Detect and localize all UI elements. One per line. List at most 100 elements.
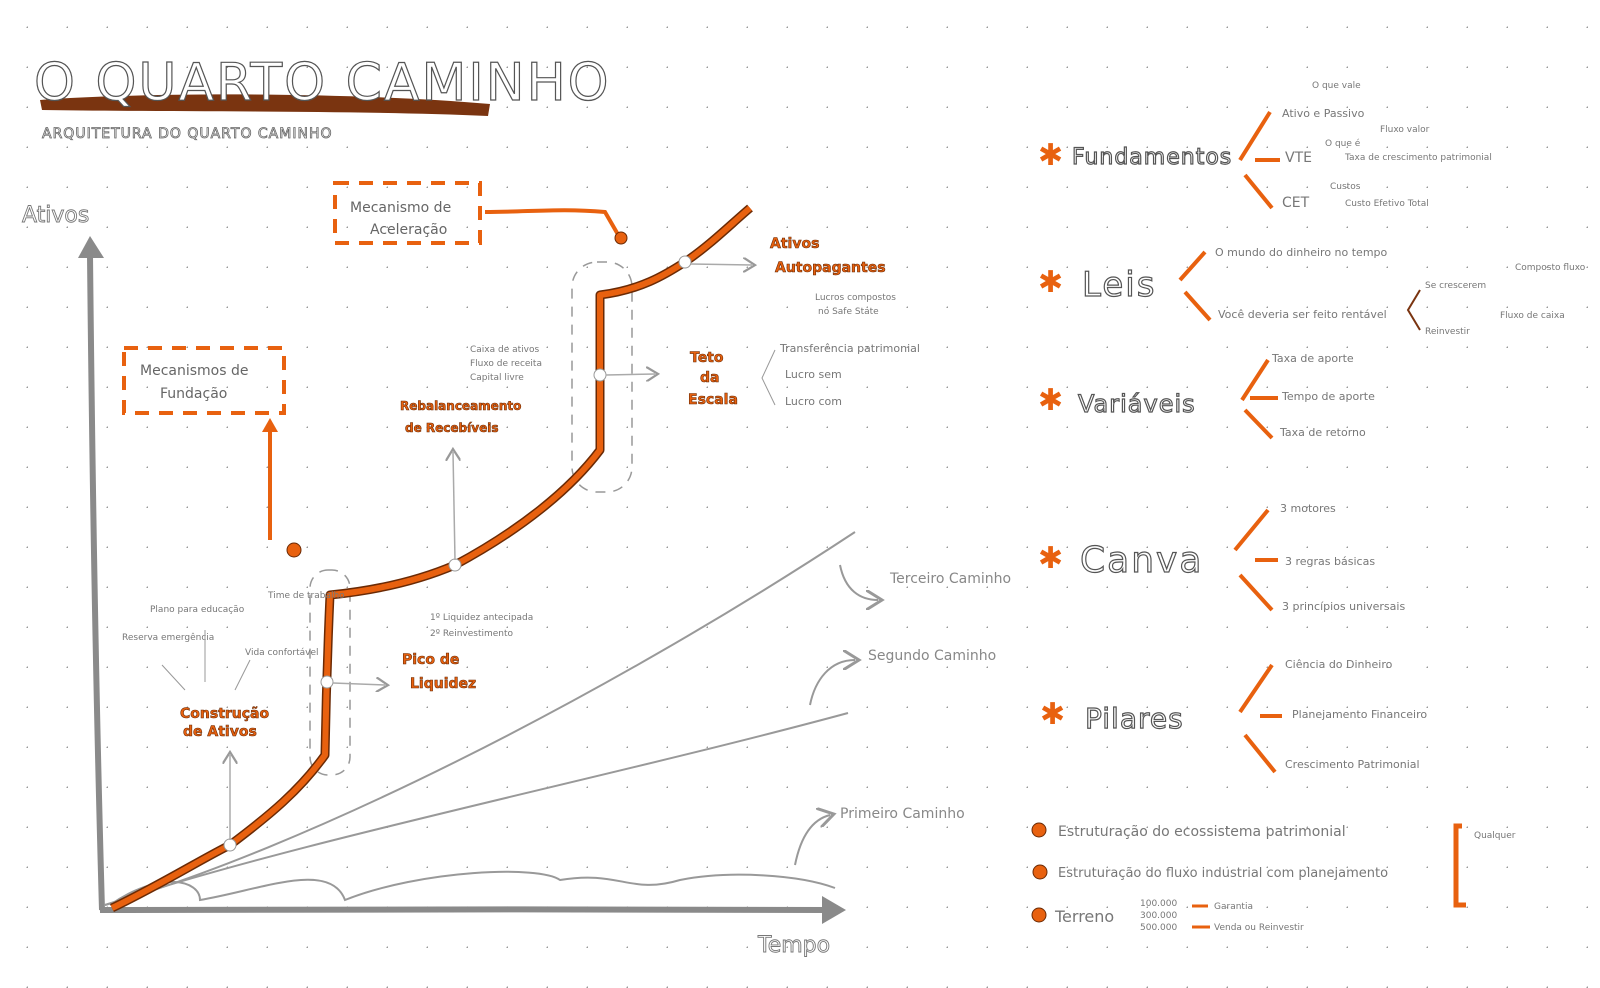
label-text: Custo Efetivo Total (1345, 199, 1429, 209)
label-text: Aceleração (370, 222, 447, 238)
label-text: O mundo do dinheiro no tempo (1215, 246, 1388, 259)
label-text: de Recebíveis (405, 421, 498, 435)
asterisk-icon: ✱ (1038, 266, 1063, 299)
section-pilares: ✱ Pilares Ciência do Dinheiro Planejamen… (1040, 658, 1427, 774)
label-text: Garantia (1214, 902, 1253, 912)
label-text: Taxa de aporte (1271, 352, 1354, 365)
label-text: Lucros compostos (815, 293, 896, 303)
milestone-receivables: Rebalanceamento de Recebíveis Caixa de a… (400, 345, 542, 435)
label-text: Pilares (1085, 702, 1184, 735)
y-axis-label: Ativos (22, 203, 89, 228)
label-text: 3 motores (1280, 502, 1336, 515)
label-text: Rebalanceamento (400, 399, 521, 413)
asterisk-icon: ✱ (1040, 698, 1065, 731)
label-text: Vida confortável (245, 648, 319, 658)
label-text: Custos (1330, 182, 1361, 192)
label-text: Pico de (402, 652, 459, 668)
label-text: Composto fluxo (1515, 263, 1586, 273)
label-text: Leis (1082, 265, 1156, 305)
section-leis: ✱ Leis O mundo do dinheiro no tempo Você… (1038, 246, 1586, 337)
label-text: Taxa de retorno (1279, 426, 1366, 439)
label-text: Plano para educação (150, 605, 245, 615)
label-text: Transferência patrimonial (779, 342, 920, 355)
foundation-box: Mecanismos de Fundação (122, 346, 286, 415)
label-text: Mecanismo de (350, 200, 451, 216)
label-text: 100.000 (1140, 899, 1177, 909)
label-text: Caixa de ativos (470, 345, 539, 355)
asterisk-icon: ✱ (1038, 542, 1063, 575)
section-canva: ✱ Canva 3 motores 3 regras básicas 3 pri… (1038, 502, 1405, 613)
label-text: Canva (1080, 540, 1203, 581)
label-text: Venda ou Reinvestir (1214, 923, 1304, 933)
label-text: Você deveria ser feito rentável (1218, 308, 1387, 321)
label-text: 300.000 (1140, 911, 1177, 921)
label-text: O que vale (1312, 81, 1361, 91)
label-text: Qualquer (1474, 831, 1516, 841)
milestone-self-supporting: Ativos Autopagantes Lucros compostos no … (770, 236, 897, 317)
label-text: Capital livre (470, 373, 524, 383)
milestone-scale: Teto da Escala Transferência patrimonial… (688, 342, 920, 408)
milestone-liquidity: Pico de Liquidez 1º Liquidez antecipada … (402, 613, 534, 692)
label-text: Tempo de aporte (1281, 390, 1375, 403)
acceleration-box: Mecanismo de Aceleração (333, 181, 482, 245)
section-fundamentos: ✱ Fundamentos Ativo e Passivo VTE CET O … (1038, 81, 1492, 211)
label-text: Ativos (770, 236, 819, 252)
label-text: Estruturação do ecossistema patrimonial (1058, 824, 1346, 840)
asterisk-icon: ✱ (1038, 384, 1063, 417)
label-text: Reinvestir (1425, 327, 1470, 337)
label-text: Ciência do Dinheiro (1285, 658, 1393, 671)
label-text: Mecanismos de (140, 363, 248, 379)
page-title: O QUARTO CAMINHO (34, 53, 611, 113)
label-text: Crescimento Patrimonial (1285, 758, 1420, 771)
first-path-label: Primeiro Caminho (840, 806, 965, 822)
label-text: 3 regras básicas (1285, 555, 1375, 568)
label-text: Reserva emergência (122, 632, 214, 643)
label-text: Terreno (1054, 907, 1114, 926)
label-text: Estruturação do fluxo industrial com pla… (1058, 866, 1388, 881)
label-text: Autopagantes (775, 260, 886, 276)
milestone-construction: Construção de Ativos Reserva emergência … (122, 591, 345, 740)
title-underline (40, 94, 490, 116)
label-text: Fluxo valor (1380, 125, 1430, 135)
asterisk-icon: ✱ (1038, 139, 1063, 172)
label-text: 1º Liquidez antecipada (430, 613, 533, 623)
label-text: Construção (180, 706, 270, 722)
label-text: Fluxo de caixa (1500, 311, 1565, 321)
second-path-label: Segundo Caminho (868, 648, 996, 664)
section-variaveis: ✱ Variáveis Taxa de aporte Tempo de apor… (1038, 352, 1375, 440)
third-path-label: Terceiro Caminho (889, 571, 1011, 587)
label-text: Planejamento Financeiro (1292, 708, 1427, 721)
axes: Ativos Tempo (22, 203, 846, 958)
label-text: Se crescerem (1425, 281, 1486, 291)
label-text: O que é (1325, 138, 1361, 149)
third-path-line (104, 531, 856, 906)
fourth-path (110, 204, 752, 913)
label-text: Fundamentos (1072, 145, 1232, 170)
comparison-paths: Terceiro Caminho Segundo Caminho Primeir… (104, 531, 1011, 906)
label-text: Liquidez (410, 676, 476, 692)
label-text: CET (1282, 195, 1310, 211)
first-path-line (109, 870, 836, 906)
bullet-list: Estruturação do ecossistema patrimonial … (1031, 822, 1516, 933)
label-text: no Safe State (818, 307, 879, 317)
page-subtitle: ARQUITETURA DO QUARTO CAMINHO (42, 126, 333, 142)
label-text: 2º Reinvestimento (430, 629, 514, 639)
label-text: Fluxo de receita (470, 359, 542, 369)
label-text: Time de trabalho (267, 591, 345, 601)
label-text: Variáveis (1078, 390, 1196, 418)
label-text: da (700, 370, 719, 386)
second-path-line (104, 712, 849, 906)
label-text: Fundação (160, 386, 227, 402)
label-text: Teto (690, 350, 724, 366)
label-text: 3 princípios universais (1282, 600, 1405, 613)
label-text: Ativo e Passivo (1282, 107, 1365, 120)
label-text: Lucro sem (785, 368, 842, 381)
label-text: Escala (688, 392, 738, 408)
x-axis-label: Tempo (757, 933, 830, 958)
label-text: Lucro com (785, 395, 842, 408)
label-text: de Ativos (183, 724, 257, 740)
label-text: Taxa de crescimento patrimonial (1344, 153, 1492, 163)
label-text: VTE (1285, 150, 1312, 166)
